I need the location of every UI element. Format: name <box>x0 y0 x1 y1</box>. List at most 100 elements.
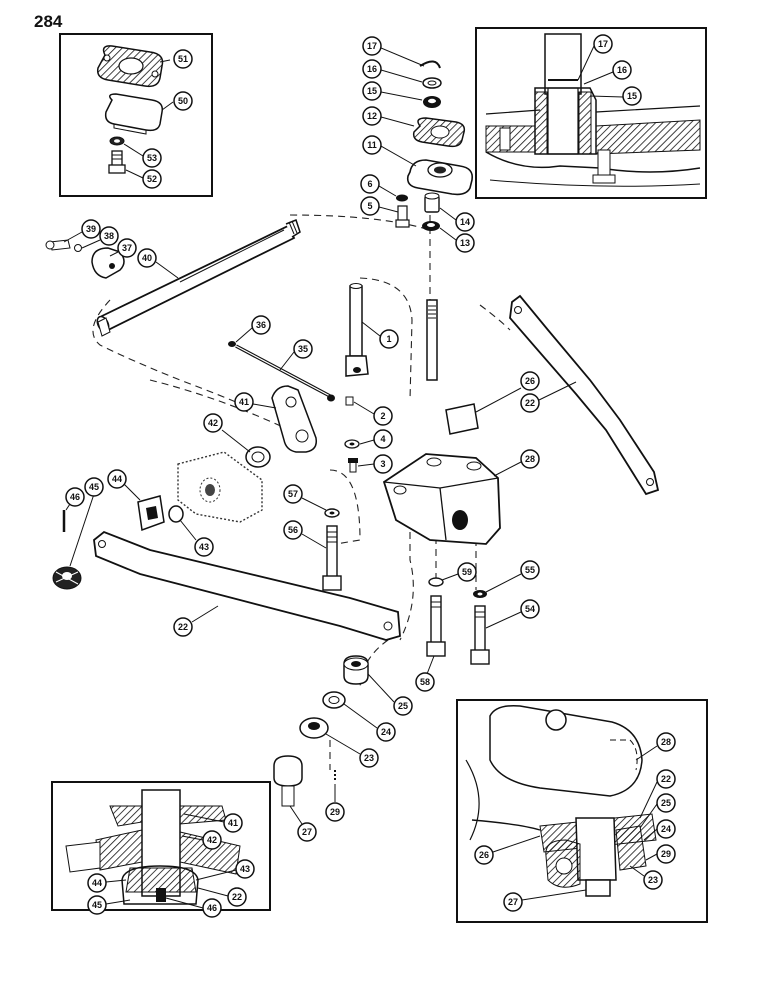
svg-text:50: 50 <box>178 96 188 106</box>
nut-45-pin-46 <box>52 510 82 590</box>
svg-text:58: 58 <box>420 677 430 687</box>
callout-group: 51 50 53 52 17 16 15 12 11 6 5 14 13 17 … <box>63 34 676 918</box>
svg-text:11: 11 <box>367 140 377 150</box>
svg-text:22: 22 <box>232 892 242 902</box>
svg-text:55: 55 <box>525 565 535 575</box>
svg-text:24: 24 <box>381 727 391 737</box>
callout-22-lower: 22 <box>173 605 219 637</box>
svg-text:17: 17 <box>598 39 608 49</box>
svg-text:25: 25 <box>661 798 671 808</box>
callout-42: 42 <box>203 413 251 453</box>
callout-6: 6 <box>360 174 397 197</box>
svg-text:40: 40 <box>142 253 152 263</box>
callout-38: 38 <box>81 226 119 249</box>
callout-27-inset: 27 <box>503 889 587 912</box>
svg-text:17: 17 <box>367 41 377 51</box>
svg-text:46: 46 <box>207 903 217 913</box>
rod-35 <box>228 341 335 402</box>
strap-22-upper <box>509 294 660 496</box>
svg-text:26: 26 <box>479 850 489 860</box>
callout-55: 55 <box>485 560 540 593</box>
lever-41-group <box>137 385 318 532</box>
callout-46: 46 <box>65 487 85 511</box>
callout-12: 12 <box>362 106 415 127</box>
svg-text:44: 44 <box>92 878 102 888</box>
svg-text:43: 43 <box>240 864 250 874</box>
svg-text:59: 59 <box>462 567 472 577</box>
svg-text:27: 27 <box>302 827 312 837</box>
callout-29: 29 <box>325 784 345 822</box>
inset-bushing-section-drawing <box>485 33 701 187</box>
callout-25: 25 <box>367 673 413 716</box>
callout-28: 28 <box>493 449 540 477</box>
inset-box-lower-section <box>51 781 271 911</box>
svg-text:16: 16 <box>617 65 627 75</box>
callout-51: 51 <box>159 49 193 69</box>
svg-text:56: 56 <box>288 525 298 535</box>
callout-26: 26 <box>475 371 540 413</box>
callout-25-inset: 25 <box>639 793 676 829</box>
svg-text:45: 45 <box>92 900 102 910</box>
upper-stack-parts <box>395 60 474 231</box>
callout-58: 58 <box>415 655 435 692</box>
callout-2: 2 <box>353 401 393 426</box>
callout-3: 3 <box>357 454 393 474</box>
svg-text:29: 29 <box>330 807 340 817</box>
svg-text:1: 1 <box>386 334 391 344</box>
bolts-group <box>322 508 490 665</box>
svg-text:42: 42 <box>207 835 217 845</box>
svg-text:22: 22 <box>178 622 188 632</box>
callout-15: 15 <box>362 81 423 101</box>
svg-text:46: 46 <box>70 492 80 502</box>
svg-text:37: 37 <box>122 243 132 253</box>
inset-link-section-drawing <box>465 704 657 897</box>
page-number: 284 <box>34 12 63 31</box>
callout-4: 4 <box>359 429 393 449</box>
callout-45-inset: 45 <box>87 895 131 915</box>
svg-text:29: 29 <box>661 849 671 859</box>
svg-text:27: 27 <box>508 897 518 907</box>
callout-15-inset: 15 <box>589 86 642 106</box>
callout-24: 24 <box>343 703 396 742</box>
callout-23: 23 <box>325 733 379 768</box>
callout-59: 59 <box>441 562 477 582</box>
bushing-parts-23-29 <box>273 655 369 807</box>
svg-text:25: 25 <box>398 701 408 711</box>
callout-46-inset: 46 <box>165 897 222 918</box>
callout-28-inset: 28 <box>635 732 676 761</box>
callout-11: 11 <box>362 135 417 167</box>
svg-text:44: 44 <box>112 474 122 484</box>
svg-text:43: 43 <box>199 542 209 552</box>
block-26 <box>445 403 479 435</box>
svg-text:38: 38 <box>104 231 114 241</box>
svg-text:22: 22 <box>661 774 671 784</box>
callout-39: 39 <box>63 219 101 243</box>
svg-text:52: 52 <box>147 174 157 184</box>
svg-text:5: 5 <box>367 201 372 211</box>
callout-22-inset-right: 22 <box>639 769 676 819</box>
svg-text:54: 54 <box>525 604 535 614</box>
callout-22-inset-left: 22 <box>197 887 247 907</box>
callout-5: 5 <box>360 196 399 216</box>
svg-text:12: 12 <box>367 111 377 121</box>
svg-text:16: 16 <box>367 64 377 74</box>
small-parts-2-3-4 <box>344 396 360 473</box>
callout-42-inset: 42 <box>181 830 222 850</box>
svg-text:23: 23 <box>648 875 658 885</box>
callout-45: 45 <box>69 477 104 567</box>
inset-gasket-parts <box>96 45 164 174</box>
callout-17-inset: 17 <box>577 34 613 81</box>
callout-24-inset: 24 <box>643 819 676 841</box>
svg-text:42: 42 <box>208 418 218 428</box>
callout-56: 56 <box>283 520 327 549</box>
callout-17: 17 <box>362 36 425 67</box>
callout-35: 35 <box>279 339 313 371</box>
svg-text:3: 3 <box>380 459 385 469</box>
svg-text:15: 15 <box>367 86 377 96</box>
callout-23-inset: 23 <box>629 865 663 890</box>
callout-44: 44 <box>107 469 141 501</box>
svg-text:57: 57 <box>288 489 298 499</box>
callout-54: 54 <box>485 599 540 629</box>
